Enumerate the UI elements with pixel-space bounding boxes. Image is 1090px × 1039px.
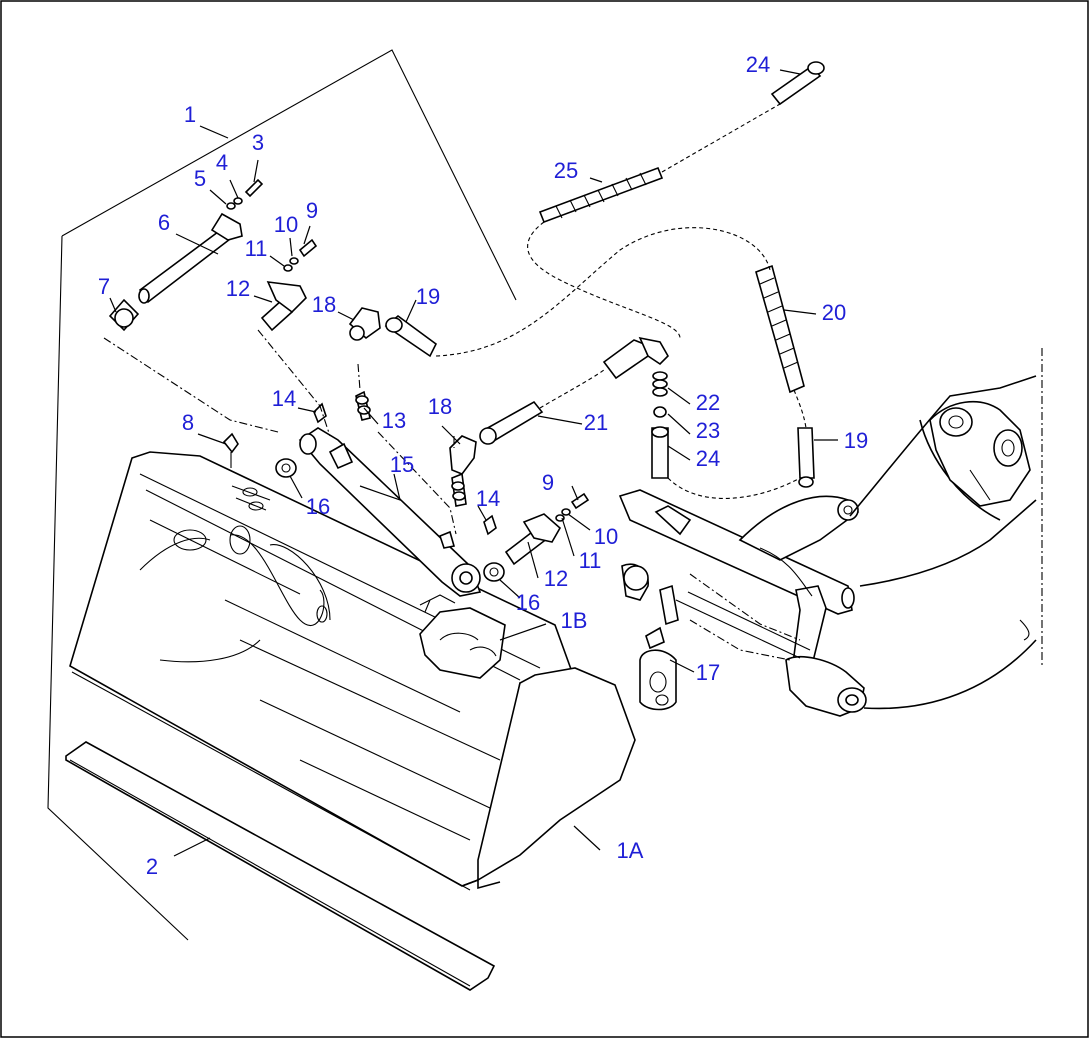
callout-labels: 1 1A 1B 2 3 4 5 6 7 8 9 9 10 10 11 11 12… bbox=[98, 52, 868, 879]
callout-14-lower: 14 bbox=[476, 486, 500, 511]
elbow-fitting-18-upper bbox=[348, 307, 381, 341]
leader-lines bbox=[109, 69, 838, 857]
elbow-fitting-18-lower bbox=[449, 435, 477, 475]
alignment-line-3 bbox=[357, 363, 361, 391]
callout-24-right: 24 bbox=[696, 446, 720, 471]
bucket-bosses bbox=[231, 485, 271, 511]
callout-1: 1 bbox=[184, 102, 196, 127]
callout-18-lower: 18 bbox=[428, 394, 452, 419]
grease-fitting-14-left bbox=[313, 402, 327, 424]
rod-link-15 bbox=[298, 427, 482, 597]
callout-5: 5 bbox=[194, 166, 206, 191]
callout-19-upper: 19 bbox=[416, 284, 440, 309]
callout-15: 15 bbox=[390, 452, 414, 477]
alignment-line-6 bbox=[689, 619, 791, 661]
callout-16-right: 16 bbox=[516, 590, 540, 615]
callout-23: 23 bbox=[696, 418, 720, 443]
callout-19-right: 19 bbox=[844, 428, 868, 453]
callout-12-upper: 12 bbox=[226, 276, 250, 301]
callout-7: 7 bbox=[98, 274, 110, 299]
grease-fitting-8 bbox=[222, 432, 239, 468]
callout-11-upper: 11 bbox=[245, 236, 268, 261]
bushing-7 bbox=[108, 298, 140, 332]
callout-3: 3 bbox=[252, 130, 264, 155]
callout-4: 4 bbox=[216, 150, 228, 175]
grease-fitting-14-right bbox=[439, 514, 497, 549]
hose-route-left bbox=[527, 221, 681, 339]
hose-elbow-21 bbox=[602, 336, 669, 380]
hose-route-lower bbox=[667, 477, 801, 499]
callout-1a: 1A bbox=[617, 838, 644, 863]
assembly-bracket-outline bbox=[47, 49, 517, 941]
hose-clamp-17 bbox=[639, 626, 677, 711]
callout-17: 17 bbox=[696, 660, 720, 685]
hose-route-upper bbox=[661, 103, 781, 173]
alignment-line-2 bbox=[257, 329, 331, 437]
callout-22: 22 bbox=[696, 390, 720, 415]
callout-21: 21 bbox=[584, 410, 608, 435]
alignment-line-7 bbox=[689, 573, 801, 641]
callout-16-left: 16 bbox=[306, 494, 330, 519]
hose-end-19-upper bbox=[384, 314, 438, 358]
hose-end-19-right bbox=[797, 427, 815, 488]
callout-24-top: 24 bbox=[746, 52, 770, 77]
spiral-guard-20 bbox=[755, 264, 805, 394]
cylinder-bracket bbox=[419, 594, 506, 679]
spiral-guard-25 bbox=[538, 166, 664, 224]
alignment-line-5 bbox=[377, 431, 457, 535]
fittings-22-23-24 bbox=[651, 371, 669, 479]
bucket-body bbox=[69, 451, 636, 891]
cutting-edge bbox=[65, 741, 496, 991]
callout-14-upper: 14 bbox=[272, 386, 296, 411]
boom-linkage bbox=[618, 348, 1043, 717]
hose-route-right bbox=[793, 389, 807, 429]
bolt-set-9-10-11-lower bbox=[555, 492, 590, 522]
hose-route-main bbox=[435, 227, 771, 357]
callout-6: 6 bbox=[158, 210, 170, 235]
callout-10-upper: 10 bbox=[274, 212, 298, 237]
callout-20: 20 bbox=[822, 300, 846, 325]
bushing-16-right bbox=[483, 562, 505, 582]
alignment-line-1 bbox=[103, 337, 279, 433]
callout-10-lower: 10 bbox=[594, 524, 618, 549]
callout-9-lower: 9 bbox=[542, 470, 554, 495]
callout-2: 2 bbox=[146, 854, 158, 879]
callout-12-lower: 12 bbox=[544, 566, 568, 591]
pin-12-lower bbox=[504, 513, 562, 566]
hose-end-21 bbox=[479, 400, 544, 445]
pin-12-upper bbox=[260, 281, 307, 332]
callout-25: 25 bbox=[554, 158, 578, 183]
hose-end-24-top bbox=[770, 61, 825, 106]
bushing-16-left bbox=[275, 458, 297, 478]
callout-18-upper: 18 bbox=[312, 292, 336, 317]
hose-route-21 bbox=[539, 369, 605, 409]
bolt-set-9-10-11-upper bbox=[283, 238, 318, 272]
callout-8: 8 bbox=[182, 410, 194, 435]
callout-1b: 1B bbox=[561, 608, 588, 633]
callout-13: 13 bbox=[382, 408, 406, 433]
callout-11-lower: 11 bbox=[579, 548, 602, 573]
callout-9-upper: 9 bbox=[306, 198, 318, 223]
pin-6 bbox=[138, 212, 243, 304]
